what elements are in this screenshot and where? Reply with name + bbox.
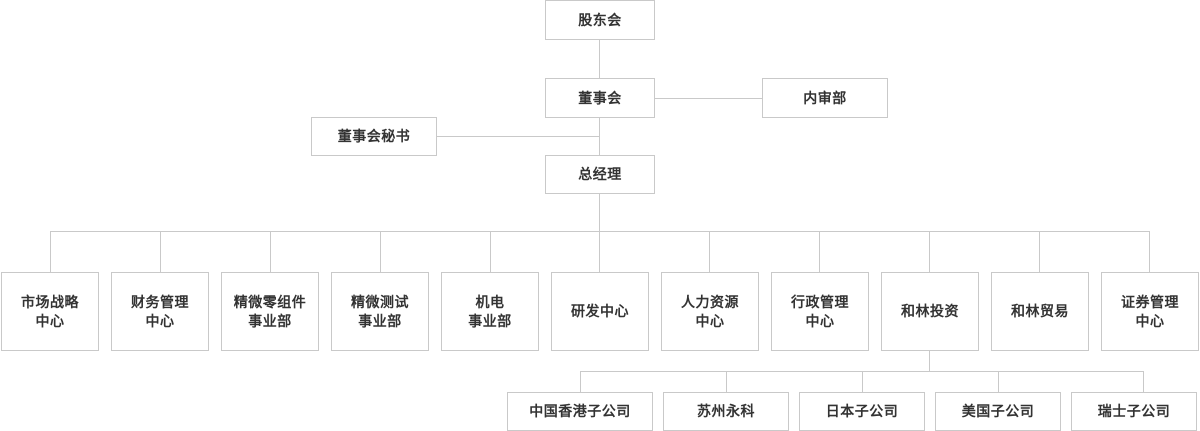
node-helin-investment[interactable]: 和林投资 (881, 272, 979, 351)
connector-drop-usa-sub (998, 371, 999, 392)
connector-drop-rd-center (599, 231, 600, 272)
node-precision-components[interactable]: 精微零组件 事业部 (221, 272, 319, 351)
connector-drop-finance-management (160, 231, 161, 272)
node-human-resources[interactable]: 人力资源 中心 (661, 272, 759, 351)
connector-drop-electromechanical (490, 231, 491, 272)
node-electromechanical[interactable]: 机电 事业部 (441, 272, 539, 351)
node-board-secretary[interactable]: 董事会秘书 (311, 117, 437, 156)
node-administration[interactable]: 行政管理 中心 (771, 272, 869, 351)
connector-subsidiary-bus (580, 371, 1143, 372)
connector-department-bus (50, 231, 1150, 232)
node-general-manager[interactable]: 总经理 (545, 155, 655, 194)
node-market-strategy[interactable]: 市场战略 中心 (1, 272, 99, 351)
node-suzhou-yongke[interactable]: 苏州永科 (663, 392, 789, 431)
connector-helin-investment-dropline (929, 351, 930, 372)
connector-drop-precision-testing (380, 231, 381, 272)
node-securities-management[interactable]: 证券管理 中心 (1101, 272, 1199, 351)
connector-drop-helin-trade (1039, 231, 1040, 272)
connector-drop-administration (819, 231, 820, 272)
node-hongkong-sub[interactable]: 中国香港子公司 (507, 392, 653, 431)
node-shareholders[interactable]: 股东会 (545, 0, 655, 40)
connector-drop-japan-sub (862, 371, 863, 392)
node-helin-trade[interactable]: 和林贸易 (991, 272, 1089, 351)
connector-drop-market-strategy (50, 231, 51, 272)
connector-board-secretary (437, 136, 600, 137)
connector-drop-precision-components (270, 231, 271, 272)
node-usa-sub[interactable]: 美国子公司 (935, 392, 1061, 431)
node-rd-center[interactable]: 研发中心 (551, 272, 649, 351)
connector-drop-human-resources (709, 231, 710, 272)
connector-drop-switzerland-sub (1143, 371, 1144, 392)
node-precision-testing[interactable]: 精微测试 事业部 (331, 272, 429, 351)
connector-board-audit (655, 98, 762, 99)
connector-drop-suzhou-yongke (726, 371, 727, 392)
node-japan-sub[interactable]: 日本子公司 (799, 392, 925, 431)
connector-drop-hongkong-sub (580, 371, 581, 392)
connector-drop-helin-investment (929, 231, 930, 272)
node-audit[interactable]: 内审部 (762, 78, 888, 118)
connector-gm-dropline (599, 194, 600, 232)
connector-shareholders-board (599, 40, 600, 78)
connector-drop-securities-management (1149, 231, 1150, 272)
node-switzerland-sub[interactable]: 瑞士子公司 (1071, 392, 1197, 431)
node-board[interactable]: 董事会 (545, 78, 655, 118)
node-finance-management[interactable]: 财务管理 中心 (111, 272, 209, 351)
